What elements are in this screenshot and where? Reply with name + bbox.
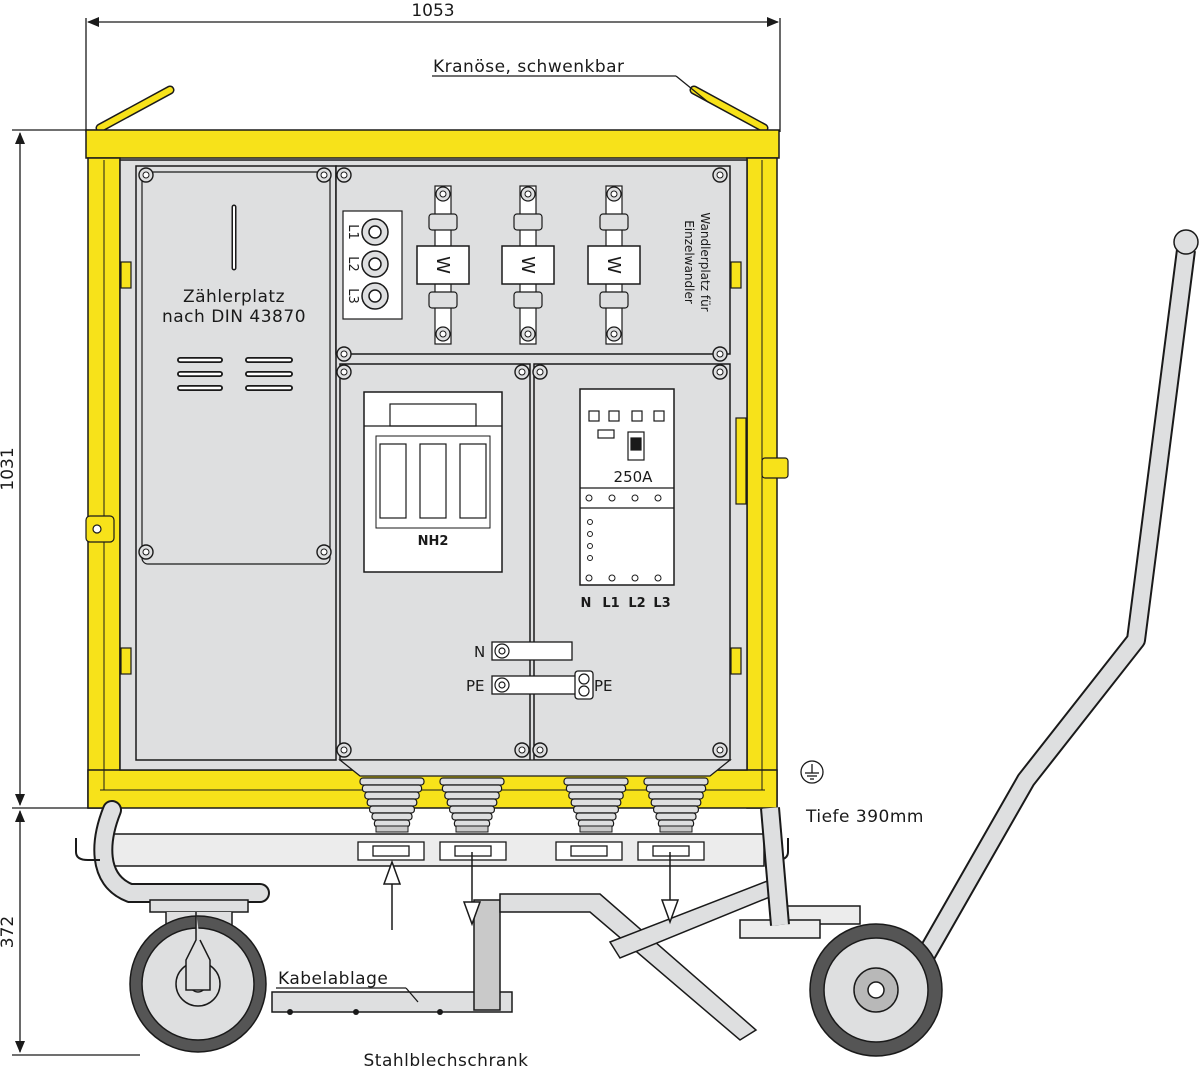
screw <box>514 364 530 380</box>
breaker-panel <box>533 363 731 761</box>
dimension-lines <box>12 17 781 1056</box>
screw <box>138 544 154 560</box>
cable-gland <box>359 777 425 833</box>
crane-eye-leader <box>675 75 709 103</box>
transformer-symbol: W <box>603 256 624 274</box>
screw <box>316 167 332 183</box>
transformer-slot: W <box>587 185 641 345</box>
transformer-slot: W <box>501 185 555 345</box>
transformer-place-label-2: Einzelwandler <box>682 220 696 304</box>
width-dimension: 1053 <box>411 1 454 21</box>
transformer-symbol: W <box>432 256 453 274</box>
base-height-dimension: 372 <box>0 916 18 948</box>
screw <box>138 167 154 183</box>
breaker-terminal-n: N <box>581 596 592 611</box>
cable-tray-leader <box>405 987 419 1003</box>
screw <box>316 544 332 560</box>
cable-tray-label: Kabelablage <box>278 969 388 989</box>
cable-gland <box>439 777 505 833</box>
busbar-n-label: N <box>474 643 485 661</box>
screw <box>336 167 352 183</box>
transformer-symbol: W <box>517 256 538 274</box>
rear-wheel <box>809 923 943 1057</box>
fuse-panel <box>339 363 531 761</box>
breaker-terminal-labels: N L1 L2 L3 <box>581 596 671 611</box>
transformer-place-label-1: Wandlerplatz für <box>698 212 712 311</box>
phase-label-l3: L3 <box>345 288 360 304</box>
screw <box>532 742 548 758</box>
transformer-slot: W <box>416 185 470 345</box>
meter-panel <box>135 165 337 761</box>
bolt-icon <box>494 643 590 697</box>
crane-eye-label: Kranöse, schwenkbar <box>433 57 625 77</box>
door-hinges <box>85 261 789 675</box>
screw <box>336 742 352 758</box>
busbar-pe-left-label: PE <box>466 677 485 695</box>
screw <box>532 364 548 380</box>
breaker-rating: 250A <box>614 468 654 486</box>
cable-glands <box>359 777 709 833</box>
screw <box>336 346 352 362</box>
cable-gland <box>643 777 709 833</box>
screw <box>514 742 530 758</box>
cable-gland <box>563 777 629 833</box>
screw <box>712 346 728 362</box>
screw <box>712 364 728 380</box>
phase-label-l2: L2 <box>345 256 360 272</box>
panel-screws <box>138 167 728 758</box>
screw <box>712 742 728 758</box>
screw <box>712 167 728 183</box>
tray-bolts <box>287 1009 443 1015</box>
phase-label-l1: L1 <box>345 224 360 240</box>
left-caster-wheel <box>185 912 211 991</box>
crane-eyes <box>95 85 769 133</box>
ground-icon <box>800 760 824 784</box>
meter-place-label-2: nach DIN 43870 <box>162 307 306 327</box>
busbar-pe-right-label: PE <box>594 677 613 695</box>
busbars <box>491 641 594 700</box>
screw <box>336 364 352 380</box>
mounting-brackets <box>357 841 705 861</box>
meter-place-label-1: Zählerplatz <box>183 287 285 307</box>
breaker-terminal-l3: L3 <box>653 596 670 611</box>
fuse-label: NH2 <box>418 534 449 549</box>
breaker-terminal-l1: L1 <box>602 596 619 611</box>
cable-glands-tray <box>338 759 732 777</box>
arrow-down-icon <box>462 852 680 927</box>
arrow-up-icon <box>382 859 402 930</box>
breaker-terminal-l2: L2 <box>628 596 645 611</box>
cabinet-type-label: Stahlblechschrank <box>364 1051 529 1070</box>
depth-label: Tiefe 390mm <box>805 807 924 827</box>
height-dimension: 1031 <box>0 447 18 490</box>
